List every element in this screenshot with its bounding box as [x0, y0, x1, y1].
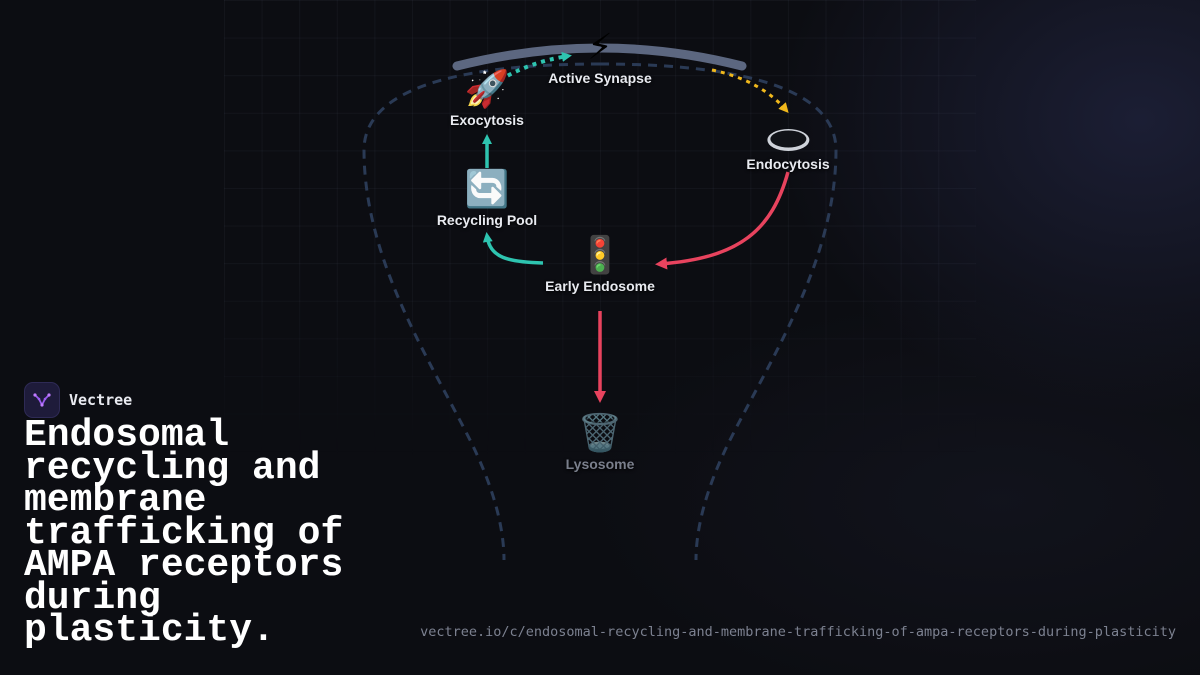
spine-outline — [599, 62, 838, 561]
page-title: Endosomal recycling and membrane traffic… — [24, 414, 344, 652]
recycle-arrows-icon: 🔄 — [464, 169, 510, 210]
node-recycling-pool: 🔄 Recycling Pool — [437, 168, 537, 228]
node-lysosome: 🗑️ Lysosome — [566, 412, 635, 472]
node-label: Recycling Pool — [436, 212, 538, 228]
node-early-endosome: 🚦 Early Endosome — [545, 234, 655, 294]
arrow-endocytosis-to-early-endosome — [655, 171, 790, 270]
trash-can-icon: 🗑️ — [577, 413, 623, 454]
spine-outline — [362, 62, 601, 561]
vectree-logo-icon — [24, 382, 60, 418]
rocket-icon: 🚀 — [464, 69, 510, 110]
lightning-icon: ⚡ — [587, 27, 613, 68]
hole-icon — [766, 112, 810, 156]
node-endocytosis: Endocytosis — [746, 112, 830, 172]
brand-name: Vectree — [69, 391, 133, 409]
traffic-light-icon: 🚦 — [577, 235, 623, 276]
arrow-synapse-to-endocytosis — [711, 68, 789, 114]
page-url[interactable]: vectree.io/c/endosomal-recycling-and-mem… — [420, 624, 1176, 640]
node-label: Active Synapse — [548, 70, 652, 86]
node-label: Endocytosis — [746, 156, 830, 172]
node-exocytosis: 🚀 Exocytosis — [450, 68, 524, 128]
arrow-early-endosome-to-recycling — [482, 232, 544, 265]
node-active-synapse: ⚡ Active Synapse — [548, 26, 652, 86]
node-label: Lysosome — [565, 456, 635, 472]
synaptic-membrane — [452, 43, 747, 71]
node-label: Exocytosis — [450, 112, 524, 128]
arrow-exocytosis-to-synapse — [498, 51, 572, 82]
node-label: Early Endosome — [545, 278, 655, 294]
brand[interactable]: Vectree — [24, 382, 132, 418]
